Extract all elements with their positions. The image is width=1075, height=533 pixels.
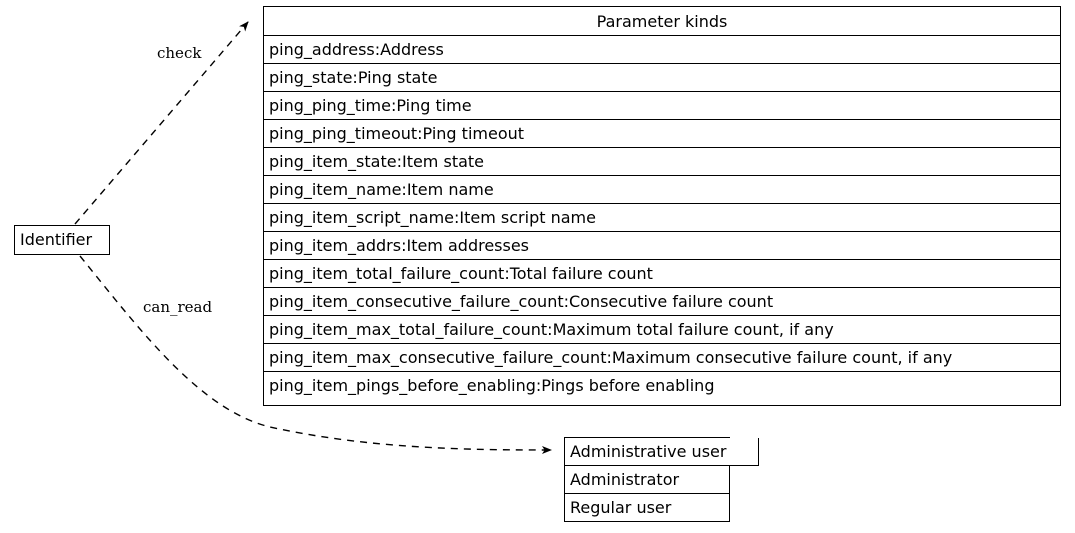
record-row-administrator[interactable]: Administrator	[565, 466, 729, 494]
record-parameter-kinds-header: Parameter kinds	[264, 7, 1060, 36]
record-row-ping-ping-time[interactable]: ping_ping_time:Ping time	[264, 92, 1060, 120]
record-row-ping-address[interactable]: ping_address:Address	[264, 36, 1060, 64]
record-row-ping-item-name[interactable]: ping_item_name:Item name	[264, 176, 1060, 204]
record-row-ping-ping-timeout[interactable]: ping_ping_timeout:Ping timeout	[264, 120, 1060, 148]
record-row-ping-item-max-total-failure-count[interactable]: ping_item_max_total_failure_count:Maximu…	[264, 316, 1060, 344]
record-row-ping-item-pings-before-enabling[interactable]: ping_item_pings_before_enabling:Pings be…	[269, 376, 715, 395]
record-administrative-user-header: Administrative user	[565, 438, 759, 466]
record-row-ping-item-total-failure-count[interactable]: ping_item_total_failure_count:Total fail…	[264, 260, 1060, 288]
record-row-ping-state[interactable]: ping_state:Ping state	[264, 64, 1060, 92]
node-identifier-label: Identifier	[20, 230, 93, 249]
record-row-ping-item-state[interactable]: ping_item_state:Item state	[264, 148, 1060, 176]
edge-label-check: check	[157, 44, 202, 62]
record-row-ping-item-script-name[interactable]: ping_item_script_name:Item script name	[264, 204, 1060, 232]
node-identifier[interactable]: Identifier	[14, 225, 110, 255]
record-row-ping-item-addrs[interactable]: ping_item_addrs:Item addresses	[264, 232, 1060, 260]
record-row-ping-item-consecutive-failure-count[interactable]: ping_item_consecutive_failure_count:Cons…	[264, 288, 1060, 316]
edge-label-can-read: can_read	[143, 298, 213, 316]
record-row-ping-item-max-consecutive-failure-count[interactable]: ping_item_max_consecutive_failure_count:…	[264, 344, 1060, 372]
record-row-regular-user[interactable]: Regular user	[570, 498, 672, 517]
record-administrative-user[interactable]: Administrative user Administrator Regula…	[564, 437, 759, 522]
record-parameter-kinds[interactable]: Parameter kinds ping_address:Address pin…	[263, 6, 1061, 406]
